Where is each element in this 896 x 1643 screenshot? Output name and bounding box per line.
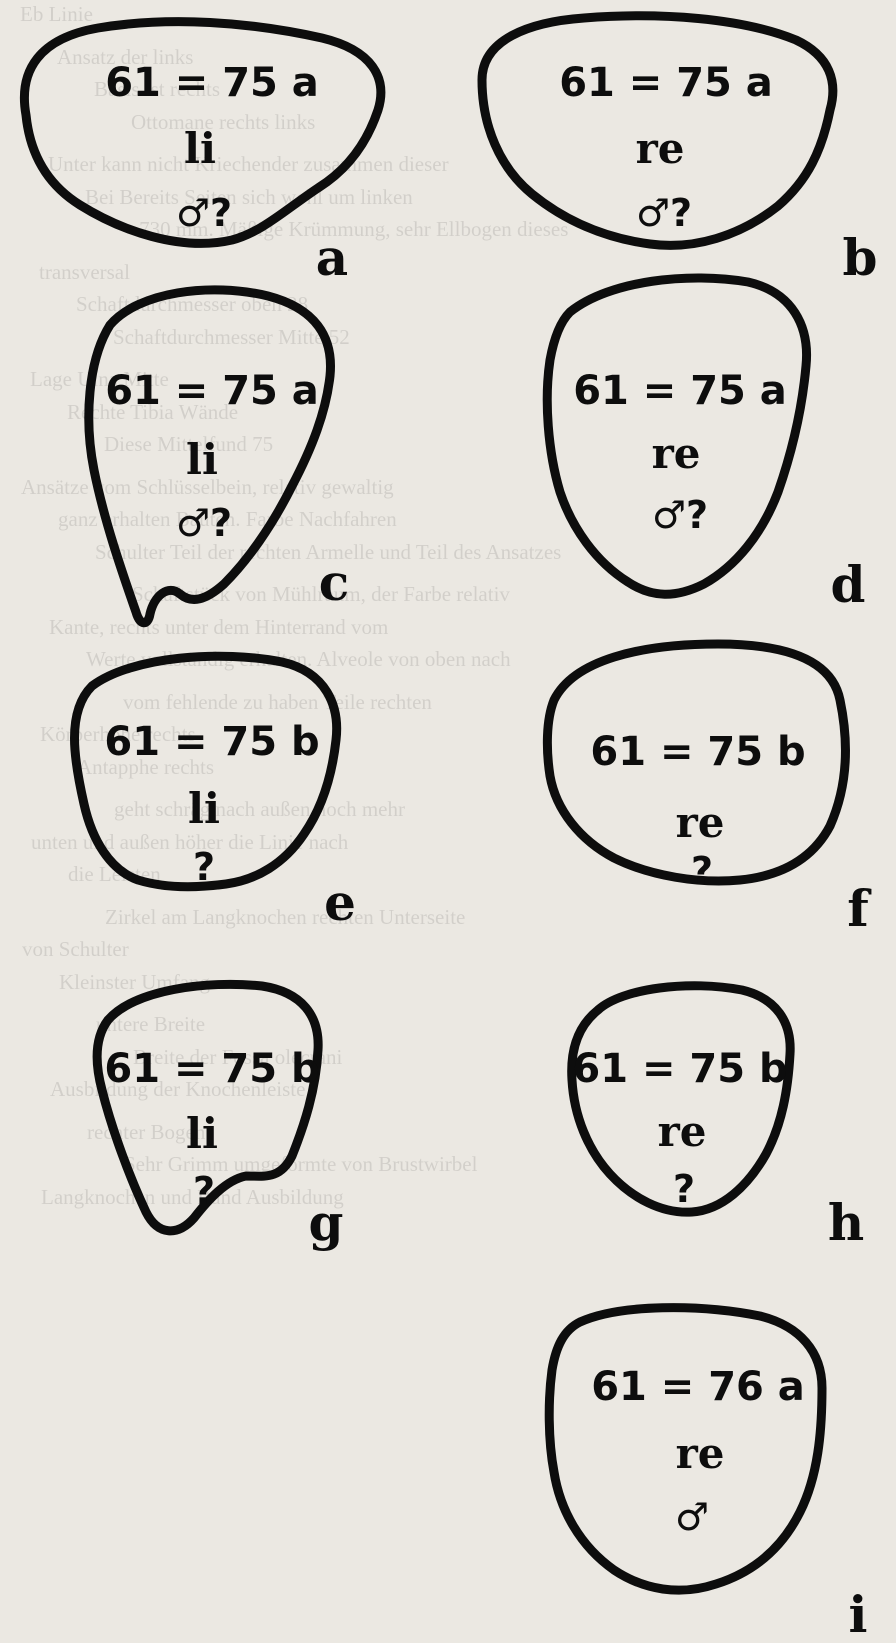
panel-a-code: 61 = 75 a	[105, 60, 319, 106]
panel-d-letter: d	[831, 555, 866, 614]
outline-i	[544, 1303, 827, 1595]
outline-f	[542, 639, 850, 886]
panel-b-sex: ♂?	[636, 191, 692, 235]
panel-g-sex: ?	[193, 1169, 215, 1213]
panel-g-side: li	[186, 1109, 218, 1158]
outline-g	[92, 979, 323, 1236]
panel-i-sex: ♂	[675, 1495, 709, 1539]
panel-e-letter: e	[324, 873, 356, 932]
panel-a-sex: ♂?	[176, 191, 232, 235]
panel-c-code: 61 = 75 a	[105, 368, 319, 414]
panel-a-side: li	[184, 124, 216, 173]
panel-c-sex: ♂?	[176, 501, 232, 545]
panel-c-letter: c	[319, 553, 349, 612]
panel-g-letter: g	[309, 1193, 344, 1252]
panel-h-letter: h	[828, 1193, 864, 1252]
outline-a	[20, 17, 386, 248]
panel-f-side: re	[676, 798, 725, 847]
panel-i-code: 61 = 76 a	[591, 1364, 805, 1410]
panel-f-letter: f	[847, 879, 872, 938]
panel-e-side: li	[188, 784, 220, 833]
panel-e-code: 61 = 75 b	[104, 719, 319, 765]
panel-i-side: re	[676, 1429, 725, 1478]
panel-d-sex: ♂?	[652, 493, 708, 537]
outline-c	[84, 285, 335, 628]
panel-a-letter: a	[316, 228, 348, 287]
panel-d-side: re	[652, 429, 701, 478]
panel-f-code: 61 = 75 b	[590, 729, 805, 775]
panel-d-code: 61 = 75 a	[573, 368, 787, 414]
panel-b-code: 61 = 75 a	[559, 60, 773, 106]
panel-f-sex: ?	[691, 849, 713, 893]
panel-c-side: li	[186, 435, 218, 484]
panel-h-side: re	[658, 1107, 707, 1156]
panel-g-code: 61 = 75 b	[104, 1046, 319, 1092]
outline-e	[70, 651, 342, 892]
panel-b-letter: b	[843, 228, 878, 287]
panel-b-side: re	[636, 124, 685, 173]
outline-b	[477, 11, 838, 250]
panel-h-code: 61 = 75 b	[572, 1046, 787, 1092]
outline-d	[542, 273, 812, 599]
panel-i-letter: i	[849, 1585, 868, 1643]
panel-h-sex: ?	[673, 1167, 695, 1211]
outline-h	[567, 981, 795, 1217]
panel-e-sex: ?	[193, 845, 215, 889]
